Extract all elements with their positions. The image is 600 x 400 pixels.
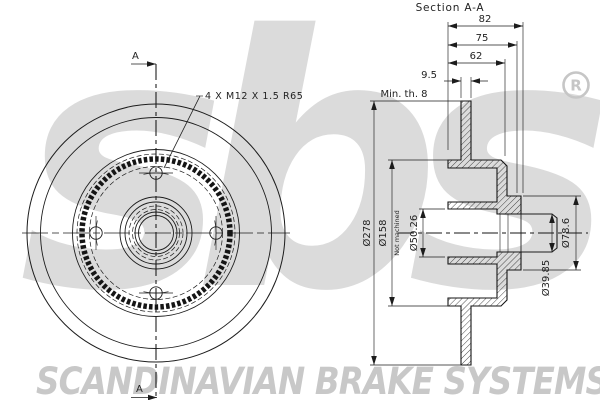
disc-outer-edge (26, 103, 286, 363)
min-thickness-label: Min. th. 8 (380, 89, 427, 100)
section-title: Section A-A (416, 2, 485, 14)
hat-outer-circle (72, 149, 240, 317)
bore-step-circle (134, 211, 178, 255)
dim-d158-label: Ø158 (377, 220, 389, 247)
footer-brand-text: SCANDINAVIAN BRAKE SYSTEMS (36, 360, 600, 400)
dim-82-label: 82 (479, 14, 492, 25)
boss-circle (119, 196, 193, 270)
dim-75-label: 75 (476, 33, 489, 44)
section-body-top (447, 100, 522, 215)
cast-surface-ring (79, 156, 233, 310)
hub-step-circle (124, 201, 188, 265)
center-bore-circle (138, 215, 174, 251)
hat-dashed-circle (76, 153, 236, 313)
dim-d78-6-label: Ø78.6 (560, 218, 572, 248)
dim-d39-85-label: Ø39.85 (540, 260, 552, 297)
bearing-bore-dashed-circle (132, 209, 180, 257)
dim-d278-label: Ø278 (361, 220, 373, 247)
section-letter-top: A (132, 51, 139, 62)
section-view-drawing: Section A-A (361, 2, 588, 366)
section-letter-bottom: A (136, 384, 143, 395)
bolt-label-leader (163, 95, 201, 169)
front-view-drawing: 4 X M12 X 1.5 R65 A A (22, 51, 303, 400)
section-body-bottom (447, 251, 522, 366)
registered-letter: R (570, 77, 582, 95)
dim-62-label: 62 (470, 51, 483, 62)
extension-lines (370, 22, 581, 366)
section-marker-top: A (131, 51, 156, 67)
dim-d50-26-label: Ø50.26 (408, 215, 420, 252)
bolt-pattern-label: 4 X M12 X 1.5 R65 (205, 91, 303, 102)
disc-inner-edge (40, 117, 272, 349)
section-marker-bottom: A (131, 384, 157, 400)
bolt-holes (89, 166, 223, 300)
dimension-lines (371, 23, 579, 365)
dim-9-5-label: 9.5 (421, 70, 437, 81)
hub-dashed-circle-outer (128, 205, 184, 261)
not-machined-note: Not machined (393, 210, 401, 256)
registered-trademark-icon: R (562, 71, 590, 99)
stub-outline (521, 213, 558, 253)
